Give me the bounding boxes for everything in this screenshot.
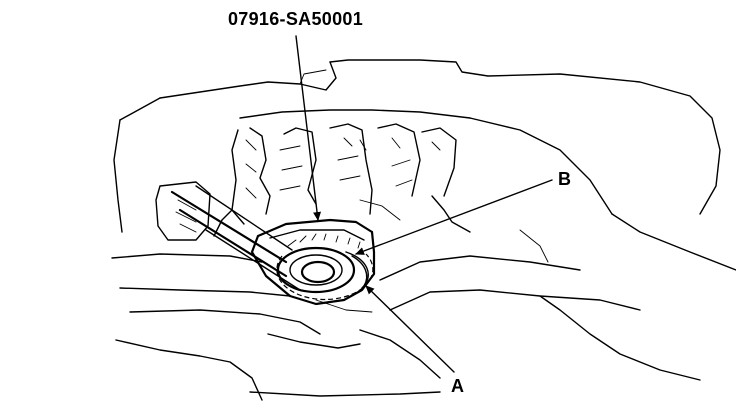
callout-a-label: A — [451, 376, 464, 396]
tool-leader-line — [295, 35, 322, 221]
callout-a-leader-line — [365, 285, 455, 373]
engine-internals — [213, 123, 471, 237]
tool-number-label: 07916-SA50001 — [228, 9, 364, 29]
housing-outline — [113, 59, 736, 271]
lower-frame — [111, 181, 701, 401]
callout-b-label: B — [558, 169, 571, 189]
leader-lines — [295, 35, 553, 373]
callout-b-leader-line — [355, 179, 553, 255]
oil-seal — [276, 246, 369, 294]
